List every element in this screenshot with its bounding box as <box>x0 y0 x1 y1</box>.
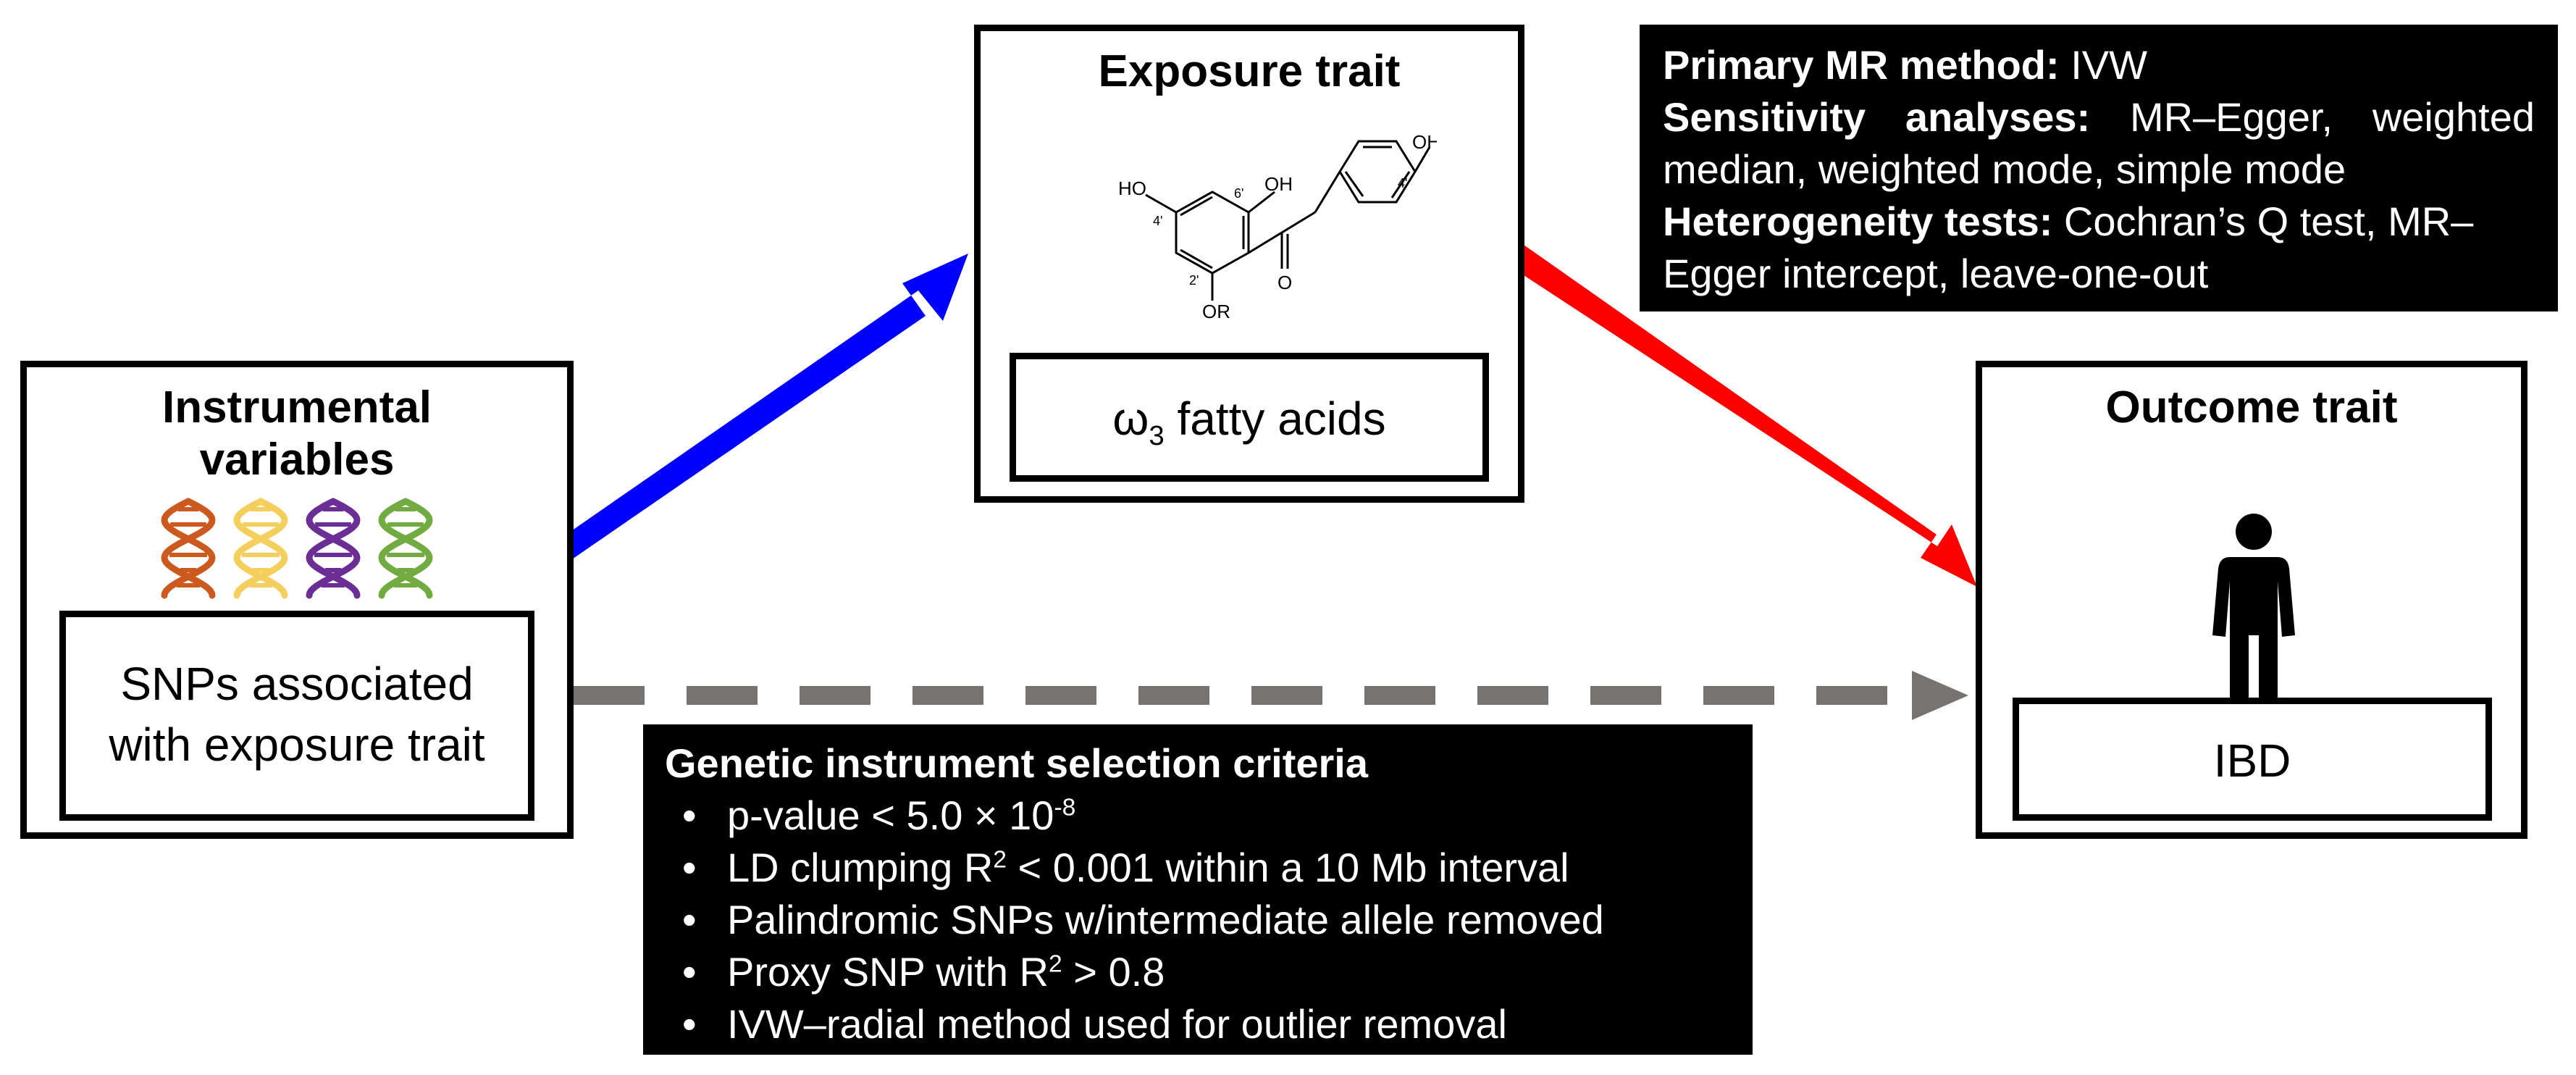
criteria-item-ld-clumping: •LD clumping R2 < 0.001 within a 10 Mb i… <box>682 845 1569 890</box>
molecule-pos-4-label: 4' <box>1153 214 1162 228</box>
instrumental-variables-title: Instrumental variables <box>161 382 432 485</box>
heterogeneity-value-2: Egger intercept, leave-one-out <box>1663 251 2209 296</box>
dna-icon <box>378 498 433 599</box>
criteria-item-pvalue: •p-value < 5.0 × 10-8 <box>682 792 1076 838</box>
flavonoid-molecule-structure: HO 4' OH 6' OR 2' O OH 4' <box>1118 131 1437 322</box>
molecule-o-label: O <box>1277 272 1292 293</box>
molecule-pos-6-label: 6' <box>1234 186 1243 201</box>
sensitivity-label: Sensitivity analyses: <box>1663 94 2091 140</box>
selection-criteria-list: •p-value < 5.0 × 10-8 •LD clumping R2 < … <box>665 790 1731 1050</box>
ibd-label: IBD <box>2213 735 2291 787</box>
selection-criteria-box: Genetic instrument selection criteria •p… <box>643 724 1753 1055</box>
instrumental-variables-box: Instrumental variables SNPs associated w… <box>20 361 574 839</box>
sensitivity-value-2: median, weighted mode, simple mode <box>1663 146 2346 192</box>
snps-label-line2: with exposure trait <box>109 719 485 771</box>
omega-symbol: ω <box>1112 393 1149 445</box>
heterogeneity-label: Heterogeneity tests: <box>1663 198 2053 244</box>
molecule-or-label: OR <box>1202 301 1230 322</box>
outcome-trait-box: Outcome trait IBD <box>1976 361 2527 839</box>
selection-criteria-title: Genetic instrument selection criteria <box>665 740 1368 786</box>
snps-label-box: SNPs associated with exposure trait <box>59 611 534 821</box>
omega-subscript: 3 <box>1149 419 1165 451</box>
criteria-item-proxy-snp: •Proxy SNP with R2 > 0.8 <box>682 949 1165 995</box>
instrument-to-exposure-arrow <box>560 254 968 559</box>
snps-label-line1: SNPs associated <box>120 658 474 710</box>
sensitivity-line: Sensitivity analyses: MR–Egger, weighted <box>1663 91 2535 143</box>
sensitivity-value-1: MR–Egger, weighted <box>2090 94 2535 140</box>
heterogeneity-value-1: Cochran’s Q test, MR– <box>2052 198 2474 244</box>
molecule-ho-label: HO <box>1118 177 1146 199</box>
dna-icons <box>161 498 433 599</box>
molecule-pos-2-label: 2' <box>1189 273 1199 288</box>
person-icon <box>2212 514 2295 708</box>
dna-icon <box>161 498 216 599</box>
mr-methods-box: Primary MR method: IVW Sensitivity analy… <box>1640 25 2558 311</box>
molecule-pos-4b-label: 4' <box>1398 176 1407 191</box>
exposure-trait-title: Exposure trait <box>1098 46 1401 96</box>
heterogeneity-line: Heterogeneity tests: Cochran’s Q test, M… <box>1663 196 2535 248</box>
ibd-label-box: IBD <box>2013 698 2492 821</box>
dna-icon <box>233 498 288 599</box>
primary-method-line: Primary MR method: IVW <box>1663 39 2535 91</box>
molecule-oh-top-label: OH <box>1264 173 1293 195</box>
omega3-label-box: ω3 fatty acids <box>1010 353 1489 482</box>
criteria-item-ivw-radial: •IVW–radial method used for outlier remo… <box>682 1001 1507 1047</box>
fatty-acids-text: fatty acids <box>1164 393 1386 445</box>
primary-method-label: Primary MR method: <box>1663 42 2060 88</box>
primary-method-value: IVW <box>2059 42 2147 88</box>
outcome-trait-title: Outcome trait <box>2105 382 2398 432</box>
criteria-item-palindromic: •Palindromic SNPs w/intermediate allele … <box>682 897 1604 942</box>
molecule-oh-right-label: OH <box>1412 131 1437 153</box>
exposure-trait-box: Exposure trait HO 4' OH <box>974 25 1524 503</box>
dna-icon <box>306 498 361 599</box>
exposure-to-outcome-arrow <box>1524 245 1977 587</box>
dashed-arrow-head <box>1912 671 1968 720</box>
